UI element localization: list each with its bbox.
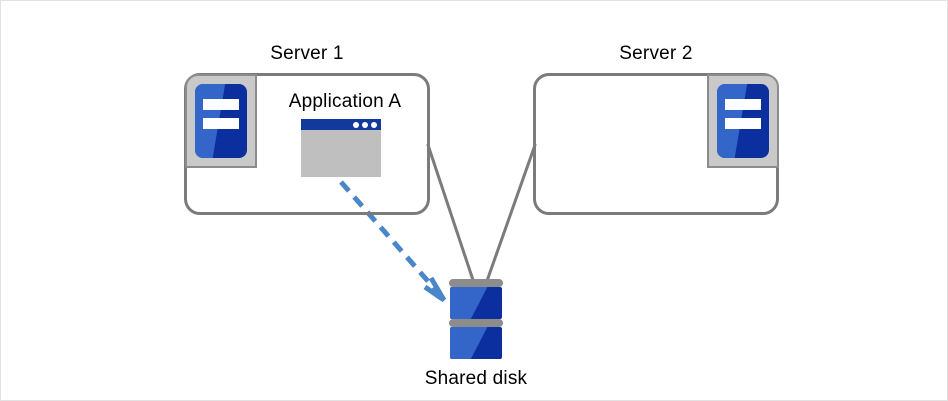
application-window-titlebar xyxy=(301,119,381,130)
server-rack-icon xyxy=(195,84,247,158)
connector-server1-to-disk xyxy=(426,143,480,297)
shared-disk-label: Shared disk xyxy=(424,368,528,389)
application-window-icon[interactable] xyxy=(301,119,381,177)
disk-stack-icon[interactable] xyxy=(449,279,503,359)
connector-server2-to-disk xyxy=(480,143,537,297)
application-window-body xyxy=(301,130,381,177)
server-1-icon-plate xyxy=(185,74,257,168)
access-arrow-line xyxy=(339,180,443,298)
disk-platter-sheen xyxy=(450,287,488,319)
server-2-label: Server 2 xyxy=(619,43,693,64)
server-icon-bar-2 xyxy=(203,118,239,129)
disk-platter-2 xyxy=(450,327,502,359)
server-icon-bar-2 xyxy=(725,118,761,129)
server-1-label: Server 1 xyxy=(270,43,344,64)
window-control-dot-3 xyxy=(371,122,377,128)
disk-platter-1 xyxy=(450,287,502,319)
access-arrow-head-icon xyxy=(423,276,447,303)
window-control-dot-2 xyxy=(362,122,368,128)
application-a-label: Application A xyxy=(288,91,402,112)
disk-bar-top xyxy=(449,279,503,287)
server-icon-bar-1 xyxy=(725,99,761,110)
disk-platter-sheen xyxy=(450,327,488,359)
server-rack-icon xyxy=(717,84,769,158)
server-icon-bar-1 xyxy=(203,99,239,110)
window-control-dot-1 xyxy=(353,122,359,128)
server-2-icon-plate xyxy=(707,74,779,168)
disk-bar-middle xyxy=(449,319,503,327)
